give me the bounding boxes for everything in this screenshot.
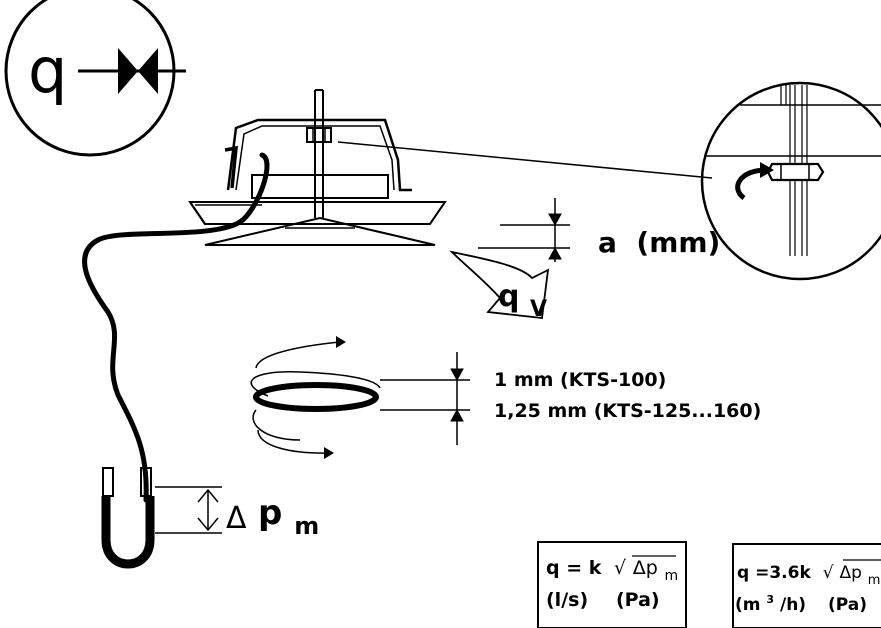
svg-text:q =3.6k √ Δp: q =3.6k √ Δp m bbox=[737, 563, 880, 588]
pressure-label: Δ p m bbox=[226, 493, 319, 540]
u-tube-manometer bbox=[101, 467, 222, 569]
detail-zoom bbox=[337, 81, 881, 281]
svg-text:(l/s) (Pa): (l/s) (Pa) bbox=[546, 589, 660, 611]
spring-label-100: 1 mm (KTS-100) bbox=[494, 369, 666, 391]
valve-bowtie-icon-right bbox=[138, 48, 158, 94]
zoom-leader-line bbox=[337, 141, 713, 179]
spring-label-125-160: 1,25 mm (KTS-125...160) bbox=[494, 400, 761, 422]
flow-valve-symbol: q bbox=[4, 0, 186, 157]
measurement-hose bbox=[82, 152, 270, 503]
formula-box-m3h: q =3.6k √ Δp m (m 3 /h) (Pa) bbox=[732, 543, 881, 628]
zoom-nut bbox=[766, 162, 825, 182]
lock-nut bbox=[306, 127, 332, 143]
valve-bowtie-icon bbox=[118, 48, 138, 94]
spring-dimension bbox=[380, 352, 470, 445]
formula-box-ls: q = k √ Δp m (l/s) (Pa) bbox=[537, 541, 687, 628]
rotate-arrow-icon bbox=[735, 167, 767, 201]
svg-text:(m 3 /h) (Pa: (m 3 /h) (Pa) bbox=[735, 588, 867, 615]
airflow-arrow bbox=[449, 250, 550, 319]
svg-text:q = k √ Δp m: q = k √ Δp m bbox=[546, 557, 678, 584]
symbol-letter: q bbox=[28, 34, 67, 107]
valve-body bbox=[188, 89, 447, 246]
gap-dimension bbox=[478, 198, 570, 262]
flow-label: q V bbox=[498, 279, 547, 322]
gap-label: a (mm) bbox=[598, 226, 720, 259]
spring-coil bbox=[250, 336, 381, 459]
